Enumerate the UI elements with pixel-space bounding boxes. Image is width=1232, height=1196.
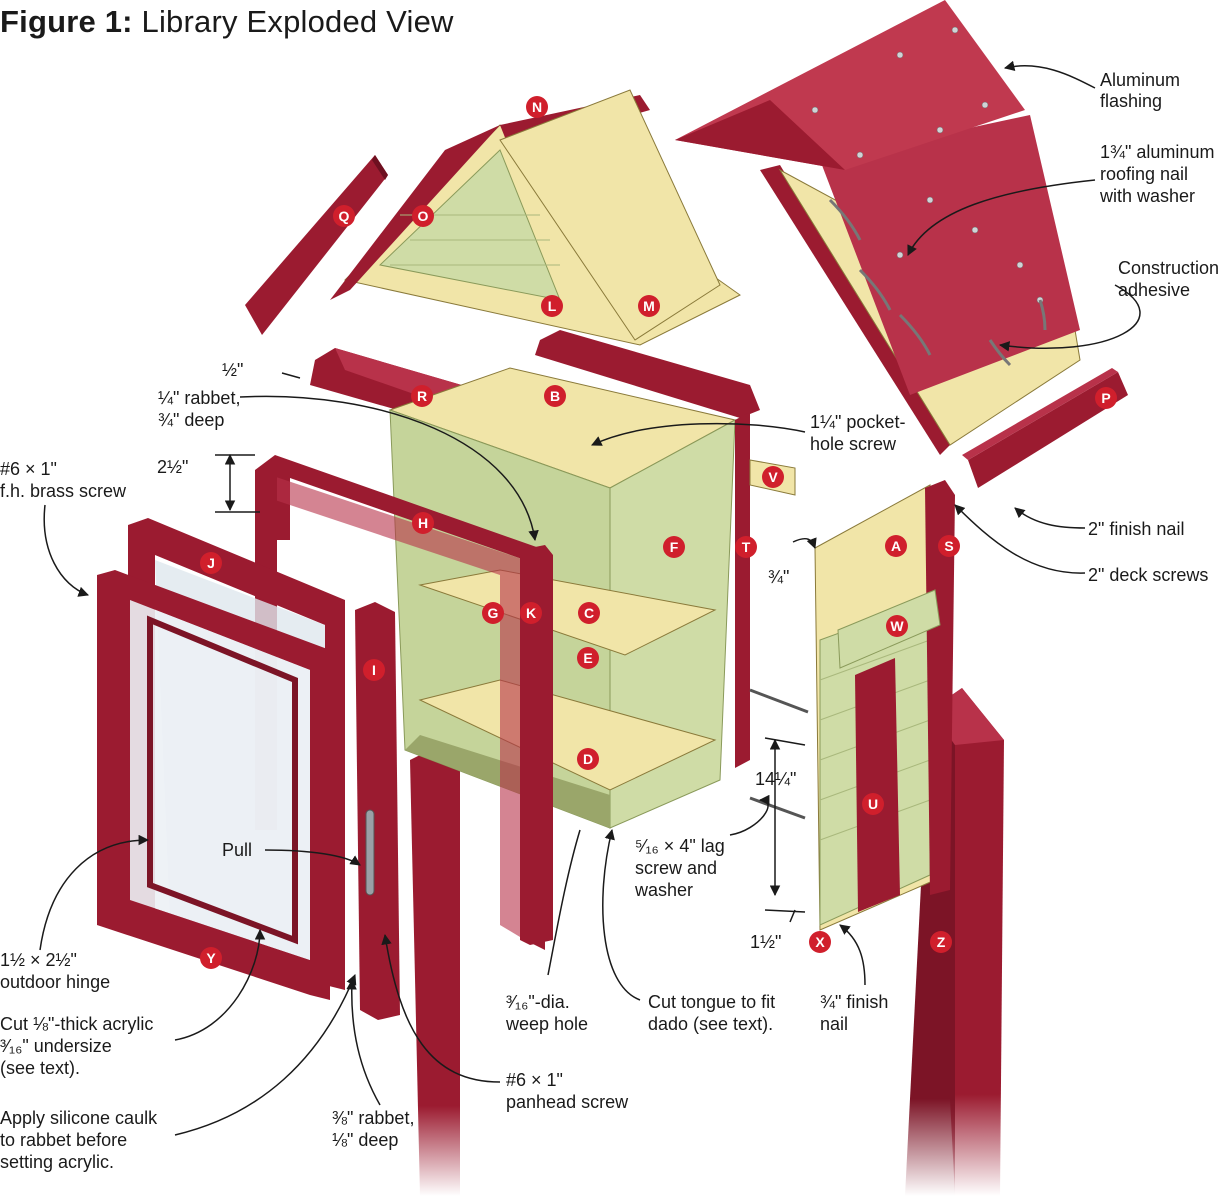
callout-labels: Aluminum flashing 1¾" aluminum roofing n… [0,70,1224,1172]
badge-c: C [578,602,600,624]
svg-text:N: N [532,99,542,115]
svg-text:E: E [583,650,592,666]
callout-silicone: Apply silicone caulk to rabbet before se… [0,1108,162,1172]
figure-number: Figure 1: [0,4,133,39]
roof-assembly [675,0,1081,455]
callout-pocket-hole-screw: 1¼" pocket- hole screw [810,412,910,454]
badge-m: M [638,295,660,317]
badge-p: P [1095,387,1117,409]
svg-text:M: M [643,298,655,314]
callout-one-and-half: 1½" [750,932,781,952]
svg-text:V: V [768,469,778,485]
badge-a: A [885,535,907,557]
badge-e: E [577,647,599,669]
callout-pull: Pull [222,840,252,860]
part-k-stile [520,545,553,945]
badge-d: D [577,748,599,770]
callout-two-and-half: 2½" [157,457,188,477]
callout-lag-screw: ⁵⁄₁₆ × 4" lag screw and washer [634,836,730,900]
badge-x: X [809,931,831,953]
callout-half-inch: ½" [222,360,243,380]
callout-finish-nail-2: 2" finish nail [1088,519,1184,539]
leader-lines [39,60,1141,1136]
svg-text:F: F [670,539,679,555]
badge-u: U [862,793,884,815]
badge-h: H [412,512,434,534]
badge-s: S [938,535,960,557]
badge-z: Z [930,931,952,953]
part-badges: A B C D E F G H I J K L M N O P Q R S T … [200,96,1117,969]
center-post [410,745,460,1196]
svg-text:X: X [815,934,825,950]
part-q-strip [245,155,388,335]
svg-text:H: H [418,515,428,531]
badge-b: B [544,385,566,407]
door-pull [365,809,375,896]
svg-text:A: A [891,538,901,554]
part-s-strip [925,480,955,895]
svg-text:J: J [207,555,215,571]
svg-text:R: R [417,388,427,404]
svg-text:I: I [372,662,376,678]
ridge-strip [535,330,760,418]
carcase [388,367,737,829]
callout-deck-screws: 2" deck screws [1088,565,1208,585]
callout-three-quarter: ¾" [768,567,789,587]
callout-roofing-nail: 1¾" aluminum roofing nail with washer [1099,142,1219,206]
callout-acrylic: Cut ⅛"-thick acrylic ³⁄₁₆" undersize (se… [0,1014,158,1078]
figure-title: Figure 1: Library Exploded View [0,4,454,40]
svg-text:T: T [742,539,751,555]
figure-caption: Library Exploded View [141,4,454,39]
badge-o: O [412,205,434,227]
badge-g: G [482,602,504,624]
badge-w: W [886,615,908,637]
badge-q: Q [333,205,355,227]
svg-text:G: G [488,605,499,621]
callout-aluminum-flashing: Aluminum flashing [1100,70,1185,111]
callout-rabbet-three-eighths: ⅜" rabbet, ⅛" deep [332,1108,419,1150]
badge-y: Y [200,947,222,969]
svg-text:P: P [1101,390,1110,406]
svg-text:S: S [944,538,953,554]
callout-hinge: 1½ × 2½" outdoor hinge [0,950,110,992]
part-p-strip [962,368,1128,488]
svg-text:K: K [526,605,536,621]
callout-brass-screw: #6 × 1" f.h. brass screw [0,459,127,501]
badge-j: J [200,552,222,574]
callout-finish-nail-34: ¾" finish nail [820,992,893,1034]
svg-text:C: C [584,605,594,621]
svg-text:D: D [583,751,593,767]
svg-text:L: L [548,298,557,314]
part-u-strip [855,658,900,912]
svg-text:Y: Y [206,950,216,966]
badge-n: N [526,96,548,118]
svg-text:W: W [890,618,904,634]
gable-assembly [330,89,741,346]
badge-f: F [663,536,685,558]
callout-construction-adhesive: Construction adhesive [1118,258,1224,300]
badge-i: I [363,659,385,681]
svg-text:O: O [418,208,429,224]
callout-weep-hole: ³⁄₁₆"-dia. weep hole [505,992,588,1034]
callout-panhead-screw: #6 × 1" panhead screw [506,1070,629,1112]
door-y [97,570,330,1000]
part-t-strip [735,412,750,768]
svg-text:U: U [868,796,878,812]
svg-text:Z: Z [937,934,946,950]
callout-cut-tongue: Cut tongue to fit dado (see text). [648,992,780,1034]
badge-k: K [520,602,542,624]
badge-l: L [541,295,563,317]
badge-t: T [735,536,757,558]
part-i-stile [355,602,400,1020]
svg-text:Q: Q [339,208,350,224]
badge-r: R [411,385,433,407]
callout-fourteen-quarter: 14¼" [755,769,796,789]
badge-v: V [762,466,784,488]
svg-text:B: B [550,388,560,404]
callout-rabbet-quarter: ¼" rabbet, ¾" deep [158,388,245,430]
lag-screws [749,688,809,820]
